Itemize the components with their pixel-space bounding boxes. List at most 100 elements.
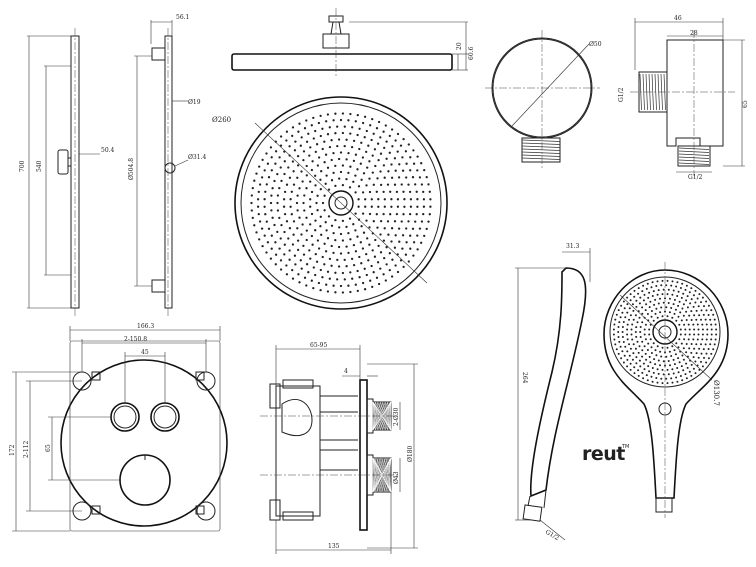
rail-tube-dia: Ø19 xyxy=(188,99,201,106)
nozzle xyxy=(324,182,327,185)
nozzle xyxy=(693,328,696,331)
nozzle xyxy=(288,145,291,148)
nozzle xyxy=(323,209,326,212)
nozzle xyxy=(623,354,626,357)
nozzle xyxy=(389,213,392,216)
nozzle xyxy=(617,331,620,333)
nozzle xyxy=(298,281,301,284)
nozzle xyxy=(662,288,665,291)
nozzle xyxy=(369,279,372,282)
nozzle xyxy=(323,242,326,245)
nozzle xyxy=(638,316,641,319)
nozzle xyxy=(250,201,253,205)
nozzle xyxy=(621,350,624,353)
nozzle xyxy=(359,162,362,165)
nozzle xyxy=(285,264,288,267)
nozzle xyxy=(270,156,273,159)
nozzle xyxy=(264,190,267,193)
nozzle xyxy=(656,293,659,296)
nozzle xyxy=(626,350,629,353)
nozzle xyxy=(376,261,380,264)
nozzle xyxy=(692,294,695,297)
nozzle xyxy=(643,368,646,371)
nozzle xyxy=(302,201,305,205)
nozzle xyxy=(370,205,373,208)
nozzle xyxy=(263,198,266,201)
nozzle xyxy=(671,316,674,319)
elbow-side-inner: 28 xyxy=(690,30,698,37)
nozzle xyxy=(260,176,264,179)
nozzle xyxy=(290,190,293,193)
nozzle xyxy=(648,306,651,309)
nozzle xyxy=(679,333,682,336)
nozzle xyxy=(326,270,330,273)
nozzle xyxy=(617,326,620,328)
nozzle xyxy=(362,172,366,175)
nozzle xyxy=(660,377,663,380)
nozzle xyxy=(382,190,385,194)
nozzle xyxy=(660,306,663,309)
nozzle xyxy=(287,166,290,169)
nozzle xyxy=(250,209,253,212)
nozzle xyxy=(274,253,278,256)
nozzle xyxy=(688,314,691,317)
nozzle xyxy=(257,212,260,216)
nozzle xyxy=(253,224,256,227)
nozzle xyxy=(328,277,331,280)
nozzle xyxy=(352,159,356,163)
nozzle xyxy=(651,380,654,383)
nozzle xyxy=(291,243,295,246)
nozzle xyxy=(628,307,631,310)
nozzle xyxy=(394,139,397,142)
nozzle xyxy=(379,183,383,187)
nozzle xyxy=(345,225,348,229)
nozzle xyxy=(679,328,682,331)
nozzle xyxy=(280,223,283,227)
nozzle xyxy=(300,233,303,236)
nozzle xyxy=(345,138,348,141)
nozzle xyxy=(298,216,301,219)
hand-width: 31.3 xyxy=(566,243,580,250)
nozzle xyxy=(256,205,260,208)
nozzle xyxy=(305,238,308,242)
nozzle xyxy=(665,306,668,309)
nozzle xyxy=(412,254,415,257)
nozzle xyxy=(352,263,356,267)
nozzle xyxy=(401,247,404,250)
head-thickness: 20 xyxy=(456,42,463,50)
nozzle xyxy=(299,144,302,147)
nozzle xyxy=(653,303,656,306)
nozzle xyxy=(382,273,385,276)
nozzle xyxy=(325,174,328,177)
nozzle xyxy=(649,300,652,303)
nozzle xyxy=(339,232,343,236)
nozzle xyxy=(332,231,335,235)
nozzle xyxy=(622,300,625,303)
nozzle xyxy=(356,289,359,293)
nozzle xyxy=(411,176,415,179)
nozzle xyxy=(664,297,666,300)
nozzle xyxy=(377,282,381,286)
nozzle xyxy=(710,309,713,312)
nozzle xyxy=(645,358,648,361)
nozzle xyxy=(307,271,310,274)
nozzle xyxy=(705,309,708,312)
nozzle xyxy=(690,310,693,313)
nozzle xyxy=(678,323,681,326)
nozzle xyxy=(682,303,685,306)
nozzle xyxy=(396,198,400,201)
nozzle xyxy=(383,256,386,260)
nozzle xyxy=(677,290,680,293)
nozzle xyxy=(661,346,664,349)
nozzle xyxy=(319,188,322,191)
nozzle xyxy=(292,170,295,173)
thread-line xyxy=(678,153,710,156)
nozzle xyxy=(274,150,278,153)
nozzle xyxy=(263,169,266,172)
nozzle xyxy=(626,303,629,306)
nozzle xyxy=(671,293,674,296)
nozzle xyxy=(646,349,649,351)
nozzle xyxy=(326,290,330,293)
nozzle xyxy=(324,153,328,156)
nozzle xyxy=(396,270,400,274)
